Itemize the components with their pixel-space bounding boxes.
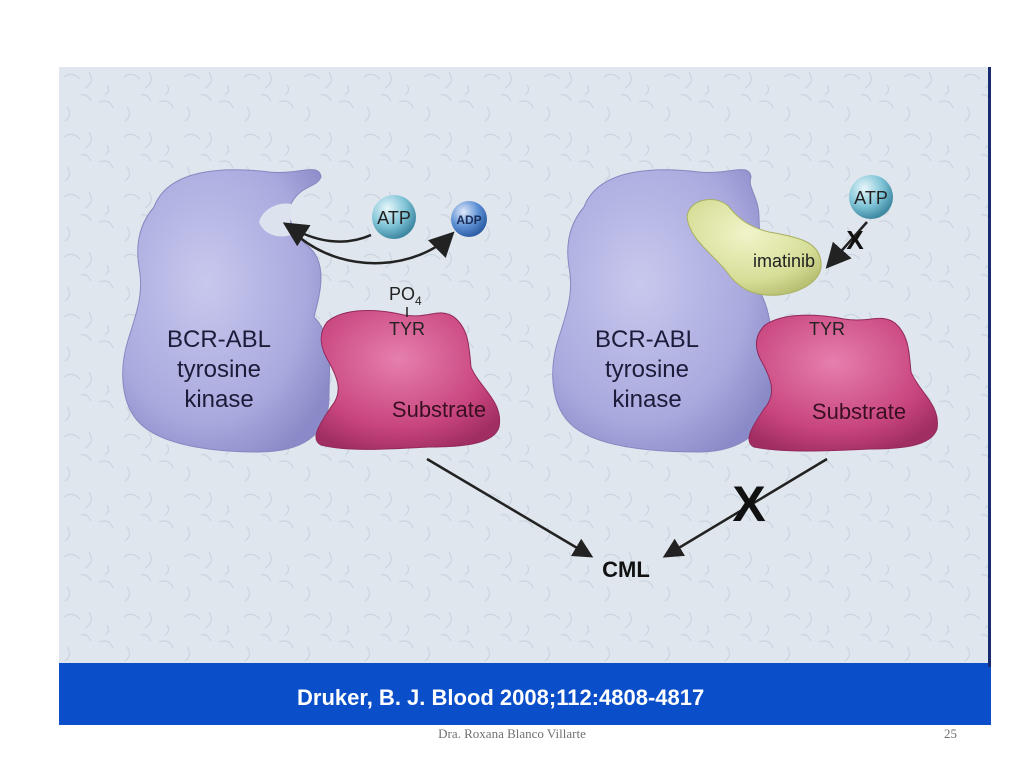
left-kinase-label-line1: BCR-ABL (167, 326, 271, 353)
right-arrow-atp-blocked (825, 221, 868, 269)
left-substrate-label: Substrate (392, 397, 486, 422)
left-arrow-atp-to-pocket (282, 222, 372, 247)
pathway-block-mark: X (732, 476, 765, 532)
right-arrow-to-cml (662, 457, 828, 558)
right-kinase-label-line1: BCR-ABL (595, 326, 699, 353)
right-atp-block-mark: X (846, 225, 864, 255)
right-complex: imatinib ATP X BCR-ABL tyrosine kinase T… (552, 169, 938, 453)
left-atp-label: ATP (377, 208, 411, 228)
right-atp-label: ATP (854, 188, 888, 208)
left-tyr-label: TYR (389, 319, 425, 339)
left-arrow-to-adp (298, 231, 455, 265)
right-substrate-shape (748, 314, 938, 452)
panel-right-edge (988, 67, 991, 667)
left-atp-sphere (372, 195, 416, 239)
figure-panel: ATP ADP BCR-ABL tyrosine kinase PO4 TYR … (59, 67, 991, 725)
left-kinase-shape (122, 169, 331, 453)
left-kinase-label-line2: tyrosine (177, 356, 261, 383)
left-complex: ATP ADP BCR-ABL tyrosine kinase PO4 TYR … (122, 169, 501, 453)
left-substrate-shape (315, 310, 501, 450)
right-tyr-label: TYR (809, 319, 845, 339)
left-adp-label: ADP (456, 213, 481, 227)
citation-text: Druker, B. J. Blood 2008;112:4808-4817 (297, 685, 705, 710)
left-arrow-to-cml (426, 457, 594, 558)
footer-author: Dra. Roxana Blanco Villarte (438, 726, 586, 741)
left-kinase-label-line3: kinase (184, 386, 253, 413)
right-kinase-label-line2: tyrosine (605, 356, 689, 383)
left-adp-sphere (451, 201, 487, 237)
right-imatinib-shape (686, 199, 822, 296)
right-substrate-label: Substrate (812, 399, 906, 424)
right-imatinib-label: imatinib (753, 251, 815, 271)
citation-bar (59, 663, 991, 725)
diagram-canvas: ATP ADP BCR-ABL tyrosine kinase PO4 TYR … (59, 67, 991, 725)
right-kinase-label-line3: kinase (612, 386, 681, 413)
right-atp-sphere (849, 175, 893, 219)
footer-page-number: 25 (944, 726, 957, 741)
pathway-arrows: X CML (426, 457, 828, 582)
cml-label: CML (602, 557, 650, 582)
left-po4-label: PO4 (389, 284, 422, 308)
